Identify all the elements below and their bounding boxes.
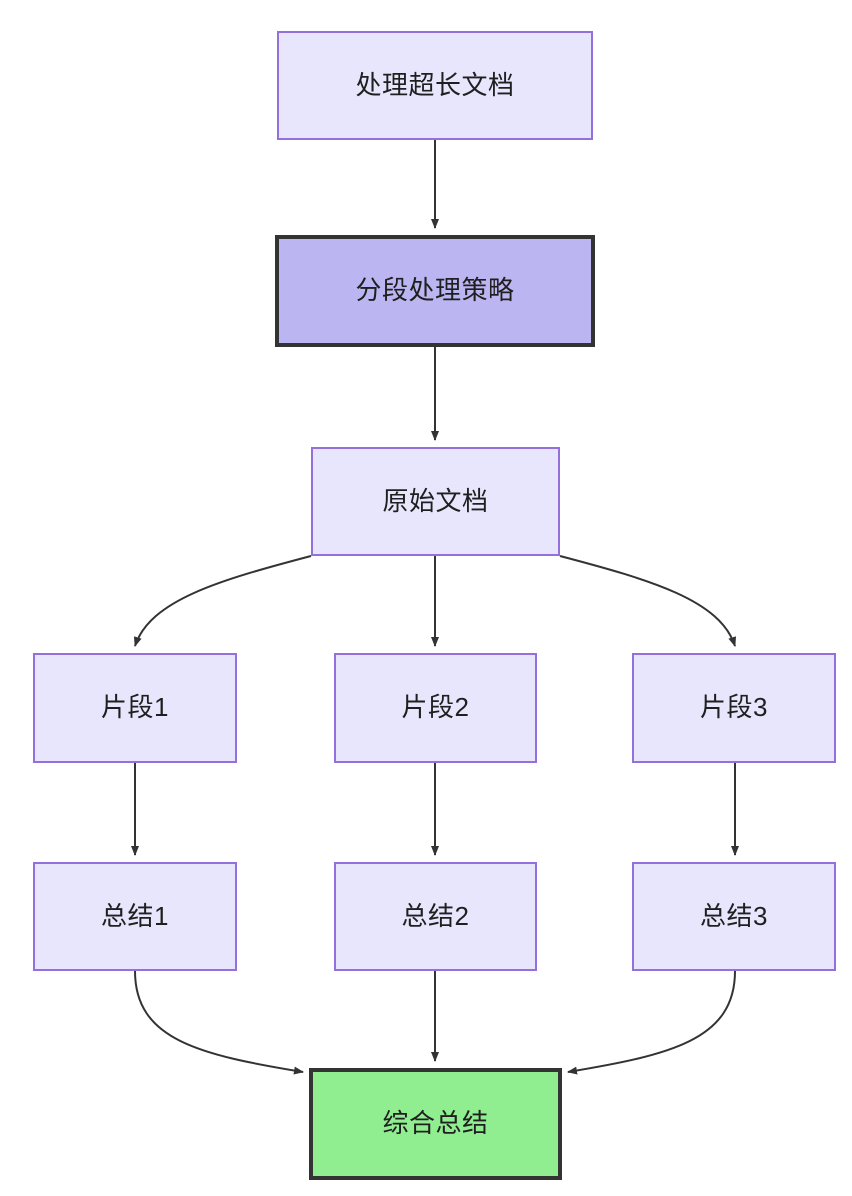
node-summary-1[interactable]: 总结1 <box>33 862 237 971</box>
node-label: 总结2 <box>401 900 470 931</box>
edge-n_source_doc-to-n_chunk_1 <box>133 555 312 647</box>
node-label: 综合总结 <box>382 1108 489 1139</box>
node-label: 原始文档 <box>382 485 489 516</box>
node-label: 片段1 <box>101 692 169 723</box>
node-summary-3[interactable]: 总结3 <box>632 862 836 971</box>
edge-group <box>131 140 739 1075</box>
node-label: 总结3 <box>700 900 768 931</box>
edge-n_summary_1-to-n_final <box>134 970 304 1075</box>
node-chunk-3[interactable]: 片段3 <box>632 653 836 763</box>
node-chunk-2[interactable]: 片段2 <box>334 653 537 763</box>
node-label: 总结1 <box>101 900 169 931</box>
node-final-summary[interactable]: 综合总结 <box>309 1068 562 1180</box>
node-chunk-1[interactable]: 片段1 <box>33 653 237 763</box>
edge-n_summary_3-to-n_final <box>567 970 736 1075</box>
edge-n_source_doc-to-n_chunk_3 <box>559 555 737 647</box>
node-source-document[interactable]: 原始文档 <box>311 447 560 556</box>
node-chunking-strategy[interactable]: 分段处理策略 <box>275 235 595 347</box>
node-long-document[interactable]: 处理超长文档 <box>277 31 593 140</box>
node-label: 片段3 <box>700 692 768 723</box>
node-label: 处理超长文档 <box>355 69 515 100</box>
node-summary-2[interactable]: 总结2 <box>334 862 537 971</box>
node-label: 片段2 <box>401 692 470 723</box>
node-label: 分段处理策略 <box>355 275 515 306</box>
